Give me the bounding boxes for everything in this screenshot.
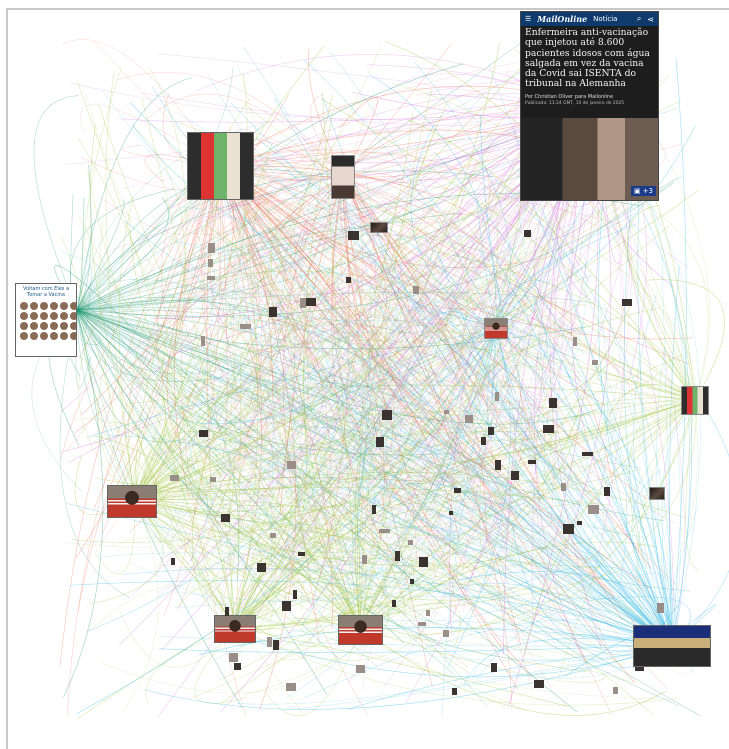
graph-node[interactable] [413, 286, 419, 294]
menu-icon[interactable]: ☰ [525, 15, 532, 23]
graph-node[interactable] [282, 601, 291, 611]
graph-node[interactable] [208, 243, 215, 253]
graph-node[interactable] [240, 324, 251, 329]
graph-node[interactable] [561, 483, 566, 491]
graph-node[interactable] [481, 437, 486, 445]
graph-node[interactable] [549, 398, 557, 408]
graph-node[interactable] [199, 430, 208, 437]
graph-node[interactable] [582, 452, 593, 456]
hub-node-face-bottom-center[interactable] [338, 615, 383, 645]
hub-node-collage[interactable]: Voltam com Eles a Tomar a Vacina [15, 283, 77, 357]
graph-node[interactable] [382, 410, 392, 420]
graph-node[interactable] [543, 425, 554, 433]
article-header-bar: ☰ MailOnline Notícia ⌕ ⋖ [521, 12, 658, 26]
graph-node[interactable] [171, 558, 175, 565]
graph-node[interactable] [449, 511, 453, 515]
graph-node[interactable] [379, 529, 390, 533]
graph-node[interactable] [210, 477, 216, 482]
graph-node[interactable] [528, 460, 536, 464]
graph-node[interactable] [657, 603, 664, 613]
graph-node[interactable] [362, 555, 367, 564]
graph-node[interactable] [452, 688, 457, 695]
node-right-small[interactable] [649, 487, 665, 500]
graph-node[interactable] [170, 475, 179, 481]
share-icon[interactable]: ⋖ [647, 14, 654, 24]
graph-node[interactable] [443, 630, 449, 637]
graph-node[interactable] [488, 427, 494, 435]
graph-node[interactable] [372, 505, 376, 514]
graph-node[interactable] [287, 461, 296, 469]
graph-node[interactable] [524, 230, 531, 237]
article-section: Notícia [593, 15, 618, 23]
article-date: Publicado: 11:24 GMT, 10 de janeiro de 2… [525, 100, 625, 106]
article-byline: Por Christian Oliver para Mailonline [525, 93, 614, 100]
graph-node[interactable] [376, 437, 384, 447]
collage-grid [16, 300, 76, 342]
graph-node[interactable] [465, 415, 473, 423]
hub-node-team-photo[interactable] [187, 132, 254, 200]
graph-node[interactable] [298, 552, 305, 556]
graph-node[interactable] [392, 600, 396, 607]
article-logo: MailOnline [537, 14, 588, 24]
graph-node[interactable] [273, 640, 279, 650]
graph-node[interactable] [234, 663, 241, 670]
graph-node[interactable] [201, 336, 205, 346]
graph-node[interactable] [410, 579, 414, 584]
graph-node[interactable] [269, 307, 277, 317]
collage-title: Voltam com Eles a Tomar a Vacina [22, 286, 70, 298]
article-photo: ▣ +3 [521, 118, 658, 200]
graph-node[interactable] [622, 299, 632, 306]
hub-node-team-right[interactable] [681, 386, 709, 415]
graph-node[interactable] [573, 337, 577, 346]
graph-node[interactable] [270, 533, 276, 538]
graph-node[interactable] [563, 524, 574, 534]
graph-node[interactable] [613, 687, 618, 694]
graph-node[interactable] [604, 487, 610, 496]
article-card-node[interactable]: ☰ MailOnline Notícia ⌕ ⋖ Enfermeira anti… [520, 11, 659, 201]
graph-node[interactable] [454, 488, 461, 493]
graph-node[interactable] [225, 607, 229, 616]
graph-node[interactable] [356, 665, 365, 673]
graph-node[interactable] [267, 637, 272, 647]
graph-node[interactable] [588, 505, 599, 514]
graph-node[interactable] [511, 471, 519, 480]
graph-node[interactable] [444, 410, 449, 414]
camera-icon: ▣ [633, 187, 641, 195]
graph-node[interactable] [577, 521, 582, 525]
graph-node[interactable] [419, 557, 428, 567]
graph-node[interactable] [305, 298, 316, 306]
node-top-small[interactable] [370, 222, 388, 233]
gallery-badge[interactable]: ▣ +3 [630, 186, 656, 196]
hub-node-face-bottom-left[interactable] [214, 615, 256, 643]
graph-node[interactable] [348, 231, 359, 240]
graph-node[interactable] [534, 680, 544, 688]
canvas-frame [6, 8, 729, 749]
graph-node[interactable] [408, 540, 413, 545]
graph-node[interactable] [495, 392, 499, 401]
graph-node[interactable] [207, 276, 215, 280]
graph-node[interactable] [426, 610, 430, 616]
graph-node[interactable] [300, 298, 306, 308]
graph-node[interactable] [208, 259, 213, 267]
graph-node[interactable] [635, 667, 644, 671]
hub-node-masked-person[interactable] [331, 155, 355, 199]
graph-node[interactable] [229, 653, 238, 662]
article-headline: Enfermeira anti-vacinação que injetou at… [525, 27, 650, 90]
node-face-center[interactable] [484, 318, 508, 339]
hub-node-stage-photo[interactable] [633, 625, 711, 667]
hub-node-face-left[interactable] [107, 485, 157, 518]
search-icon[interactable]: ⌕ [636, 14, 642, 23]
graph-node[interactable] [346, 277, 351, 283]
gallery-count: +3 [642, 187, 653, 195]
graph-node[interactable] [592, 360, 598, 365]
graph-node[interactable] [257, 563, 266, 572]
graph-node[interactable] [221, 514, 230, 522]
graph-node[interactable] [395, 551, 400, 561]
graph-node[interactable] [495, 460, 501, 470]
graph-node[interactable] [293, 590, 297, 599]
graph-node[interactable] [491, 663, 497, 672]
graph-node[interactable] [286, 683, 296, 691]
graph-node[interactable] [418, 622, 426, 626]
